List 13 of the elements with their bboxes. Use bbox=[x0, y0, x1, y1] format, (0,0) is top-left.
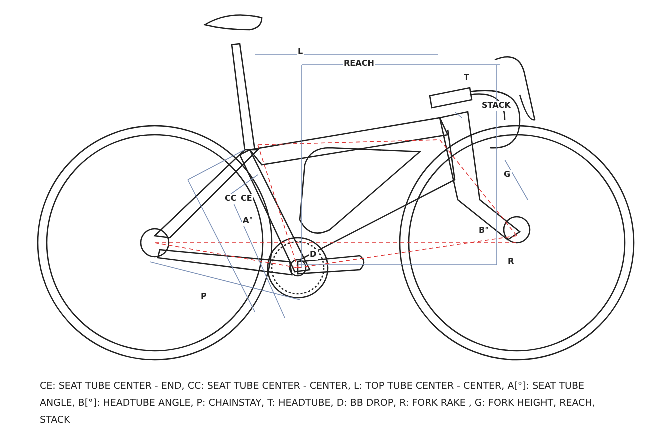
angle-label: B° bbox=[478, 226, 490, 236]
angle-label: A° bbox=[242, 216, 254, 226]
dimension-label: L bbox=[297, 47, 304, 57]
dimension-label: D bbox=[309, 250, 318, 260]
dimension-label: P bbox=[200, 292, 208, 302]
dimension-label: STACK bbox=[481, 101, 512, 111]
dimension-label: CC bbox=[224, 194, 238, 204]
dimension-label: CE bbox=[240, 194, 254, 204]
dimension-label: REACH bbox=[343, 59, 376, 69]
dimension-label: R bbox=[507, 257, 516, 267]
caption: CE: SEAT TUBE CENTER - END, CC: SEAT TUBE CENTER - CENTER, L: TOP TUBE CENTER - CENTER, A[°]: SEAT TUBE ANGLE, B[°]: HEADTUBE ANGLE, P: CHAINSTAY, T: HEADTUBE, D: BB DROP, R: FORK RAKE , G: FORK HEIGHT, REACH, STACK bbox=[40, 380, 596, 428]
dimension-label: G bbox=[503, 170, 512, 180]
dimension-label: T bbox=[463, 73, 470, 83]
